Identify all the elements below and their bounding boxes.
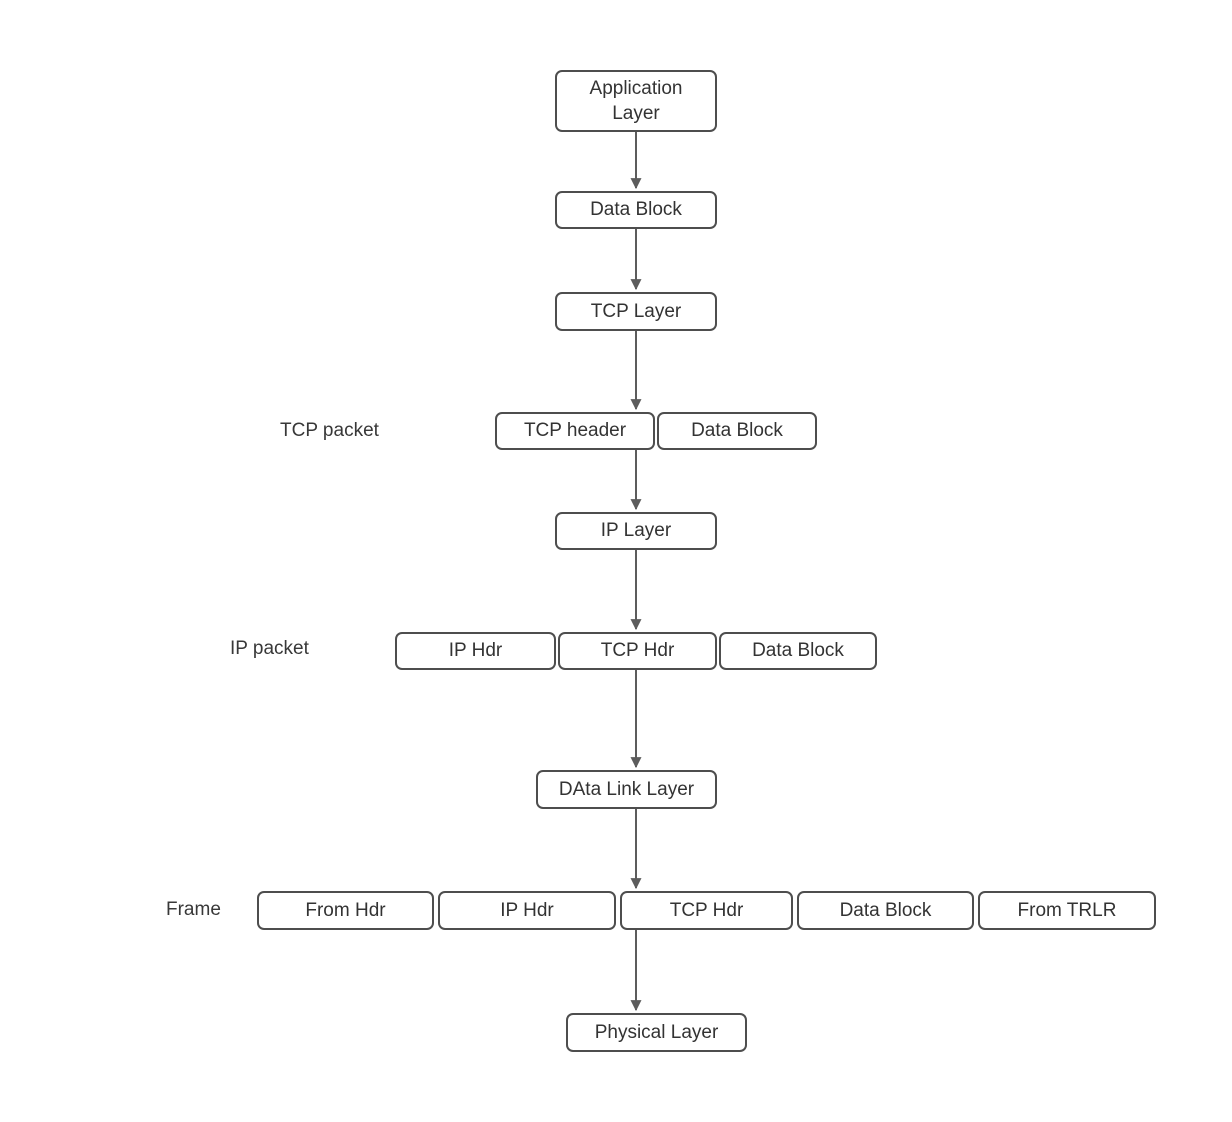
node-from-hdr-frame: From Hdr	[257, 891, 434, 930]
node-physical-layer: Physical Layer	[566, 1013, 747, 1052]
node-application-layer: Application Layer	[555, 70, 717, 132]
node-tcp-hdr-ip-packet: TCP Hdr	[558, 632, 717, 670]
label-ip-packet: IP packet	[230, 638, 309, 659]
label-tcp-packet: TCP packet	[280, 420, 379, 441]
node-tcp-layer: TCP Layer	[555, 292, 717, 331]
node-ip-layer: IP Layer	[555, 512, 717, 550]
node-data-block-top: Data Block	[555, 191, 717, 229]
node-tcp-hdr-frame: TCP Hdr	[620, 891, 793, 930]
node-from-trlr-frame: From TRLR	[978, 891, 1156, 930]
node-tcp-header: TCP header	[495, 412, 655, 450]
label-frame: Frame	[166, 899, 221, 920]
node-ip-hdr-ip-packet: IP Hdr	[395, 632, 556, 670]
node-data-block-ip-packet: Data Block	[719, 632, 877, 670]
node-data-block-tcp-packet: Data Block	[657, 412, 817, 450]
node-ip-hdr-frame: IP Hdr	[438, 891, 616, 930]
node-data-block-frame: Data Block	[797, 891, 974, 930]
node-data-link-layer: DAta Link Layer	[536, 770, 717, 809]
